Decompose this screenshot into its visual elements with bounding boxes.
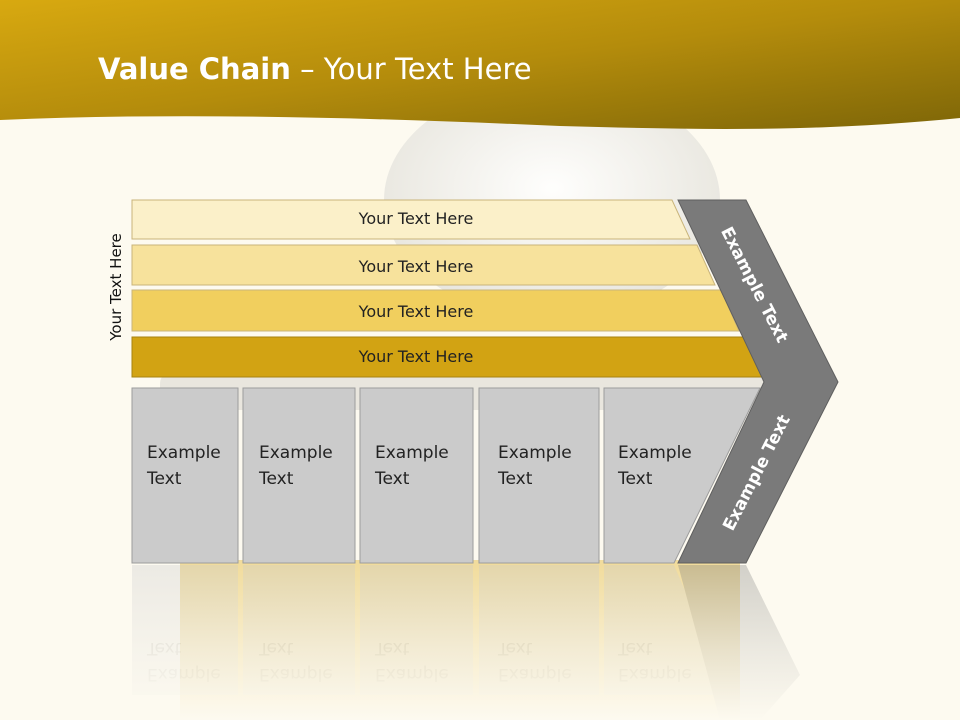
- support-band-2: [131, 244, 716, 286]
- activity-cell-2: [242, 387, 356, 564]
- margin-chevron: [677, 199, 839, 564]
- reflection-fade: [0, 565, 960, 720]
- activity-cell-5: [603, 387, 761, 564]
- activity-cell-1: [131, 387, 239, 564]
- cell-5-line2: Text: [618, 469, 653, 489]
- cell-3-line2: Text: [375, 469, 410, 489]
- support-band-4-label: Your Text Here: [358, 347, 474, 366]
- support-band-2-label: Your Text Here: [358, 257, 474, 276]
- cell-1-line2: Text: [147, 469, 182, 489]
- cell-5-line1: Example: [618, 443, 692, 463]
- cell-2-line1: Example: [259, 443, 333, 463]
- slide-title: Value Chain – Your Text Here: [98, 52, 532, 86]
- support-band-3: [131, 289, 740, 332]
- title-rest-part: – Your Text Here: [290, 52, 532, 86]
- header-band: [0, 0, 960, 129]
- cell-2-line2: Text: [259, 469, 294, 489]
- cell-3-line1: Example: [375, 443, 449, 463]
- activity-cell-3: [359, 387, 474, 564]
- support-band-1-label: Your Text Here: [358, 209, 474, 228]
- support-band-1: [131, 199, 691, 240]
- cell-4-line1: Example: [498, 443, 572, 463]
- activity-cell-4: [478, 387, 600, 564]
- cell-4-line2: Text: [498, 469, 533, 489]
- support-band-3-label: Your Text Here: [358, 302, 474, 321]
- cell-1-line1: Example: [147, 443, 221, 463]
- title-bold-part: Value Chain: [98, 52, 291, 86]
